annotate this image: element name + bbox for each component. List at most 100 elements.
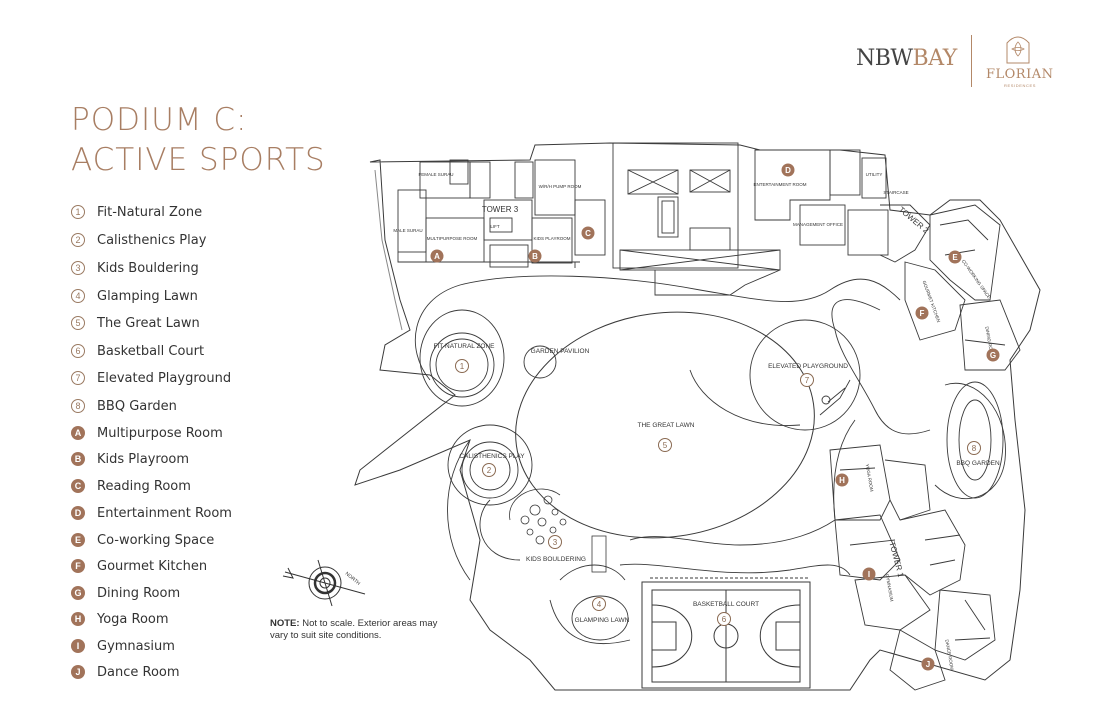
svg-text:B: B	[532, 252, 538, 261]
note-text: Not to scale. Exterior areas may vary to…	[270, 618, 438, 641]
label-yoga-room: YOGA ROOM	[865, 464, 875, 493]
label-wrh-pump-room: W/R/H PUMP ROOM	[539, 184, 582, 189]
clubhouse-block	[612, 142, 781, 296]
label-kids-bouldering: KIDS BOULDERING	[526, 556, 586, 563]
label-entertainment-room: ENTERTAINMENT ROOM	[753, 182, 806, 187]
legend-label: BBQ Garden	[97, 398, 177, 414]
legend-marker: 7	[71, 371, 85, 385]
svg-text:7: 7	[805, 376, 810, 385]
label-gymnasium: GYMNASIUM	[885, 574, 895, 602]
residences-text: RESIDENCES	[1004, 83, 1037, 88]
legend-label: Basketball Court	[97, 343, 205, 359]
legend-marker: J	[71, 665, 85, 679]
svg-text:I: I	[868, 570, 870, 579]
legend-label: Yoga Room	[97, 611, 169, 627]
plan-marker-1: 1	[455, 359, 469, 373]
legend-item: B Kids Playroom	[71, 450, 189, 468]
scale-note: NOTE: Not to scale. Exterior areas may v…	[270, 618, 450, 642]
basketball-court-plan	[641, 577, 811, 689]
label-great-lawn: THE GREAT LAWN	[638, 422, 695, 429]
legend-marker: E	[71, 533, 85, 547]
label-bbq-garden: BBQ GARDEN	[956, 460, 1000, 467]
plan-marker-E: E	[948, 250, 962, 264]
plan-marker-2: 2	[482, 463, 496, 477]
plan-marker-7: 7	[800, 373, 814, 387]
legend-marker: 4	[71, 289, 85, 303]
label-dining-room: DINING ROOM	[984, 326, 994, 358]
legend-marker: A	[71, 426, 85, 440]
label-female-surau: FEMALE SURAU	[418, 172, 453, 177]
garden-pavilion-plan	[523, 345, 557, 379]
boundary-inner-line	[374, 169, 403, 331]
legend-label: Glamping Lawn	[97, 288, 198, 304]
kids-bouldering-plan	[509, 488, 607, 573]
legend-label: Calisthenics Play	[97, 232, 207, 248]
compass-label: NORTH	[344, 571, 362, 587]
legend-marker: 5	[71, 316, 85, 330]
label-elevated-playground: ELEVATED PLAYGROUND	[768, 363, 848, 370]
note-bold: NOTE:	[270, 618, 300, 629]
label-garden-pavilion: GARDEN PAVILION	[531, 348, 590, 355]
legend-item: J Dance Room	[71, 663, 180, 681]
svg-text:2: 2	[487, 466, 492, 475]
legend-marker: D	[71, 506, 85, 520]
label-co-working-space: CO-WORKING SPACE	[961, 259, 992, 300]
label-dance-room: DANCE ROOM	[944, 639, 954, 671]
label-glamping-lawn: GLAMPING LAWN	[575, 617, 630, 624]
legend-marker: B	[71, 452, 85, 466]
site-boundary	[354, 142, 1041, 691]
label-fit-natural-zone: FIT-NATURAL ZONE	[433, 343, 495, 350]
svg-text:E: E	[952, 253, 958, 262]
plan-marker-B: B	[528, 249, 542, 263]
plan-marker-I: I	[862, 567, 876, 581]
legend-label: The Great Lawn	[97, 315, 200, 331]
plan-marker-G: G	[986, 348, 1000, 362]
label-staircase: STAIRCASE	[883, 190, 908, 195]
label-kids-playroom: KIDS PLAYROOM	[534, 236, 571, 241]
label-male-surau: MALE SURAU	[393, 228, 422, 233]
label-multipurpose-room: MULTIPURPOSE ROOM	[427, 236, 478, 241]
legend-item: 4 Glamping Lawn	[71, 287, 198, 305]
calisthenics-plan	[447, 424, 533, 506]
plan-marker-H: H	[835, 473, 849, 487]
bay-text: BAY	[912, 46, 958, 71]
plan-marker-6: 6	[717, 612, 731, 626]
plan-marker-C: C	[581, 226, 595, 240]
svg-text:G: G	[990, 351, 996, 360]
florian-text: FLORIAN	[986, 67, 1054, 82]
legend-item: 2 Calisthenics Play	[71, 231, 206, 249]
florian-emblem-icon	[1006, 36, 1030, 64]
great-lawn-plan	[515, 311, 815, 539]
glamping-lawn-plan	[571, 595, 629, 641]
legend-marker: 6	[71, 344, 85, 358]
svg-text:3: 3	[553, 538, 558, 547]
elevated-playground-plan	[749, 319, 861, 431]
bbq-garden-plan	[946, 381, 1004, 499]
svg-text:C: C	[585, 229, 591, 238]
plan-marker-J: J	[921, 657, 935, 671]
label-utility: UTILITY	[866, 172, 883, 177]
svg-text:A: A	[434, 252, 440, 261]
legend-item: 5 The Great Lawn	[71, 314, 200, 332]
legend-marker: 2	[71, 233, 85, 247]
nbw-bay-logo: NBWBAY	[856, 46, 957, 71]
legend-marker: I	[71, 639, 85, 653]
svg-text:F: F	[920, 309, 925, 318]
page-title: PODIUM C: ACTIVE SPORTS	[71, 100, 326, 180]
legend-label: Dance Room	[97, 664, 180, 680]
legend-label: Multipurpose Room	[97, 425, 223, 441]
legend-label: Reading Room	[97, 478, 191, 494]
legend-item: A Multipurpose Room	[71, 424, 223, 442]
tower-3-block	[397, 159, 606, 268]
legend-marker: 1	[71, 205, 85, 219]
legend-label: Kids Playroom	[97, 451, 190, 467]
